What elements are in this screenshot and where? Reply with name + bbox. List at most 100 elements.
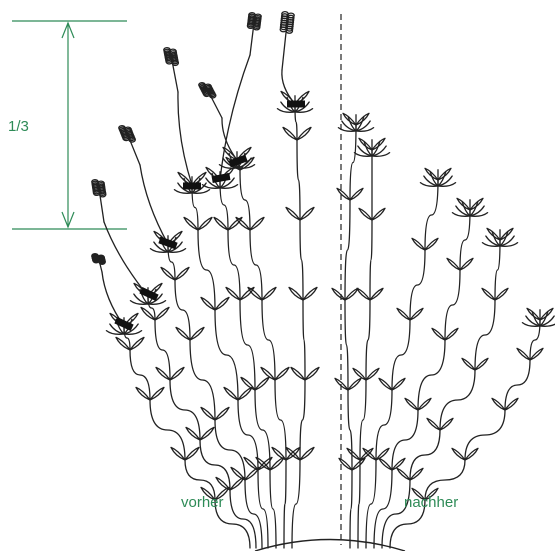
- lavender-plant-drawing: [92, 12, 555, 548]
- leaf-icon: [405, 398, 418, 410]
- leaf-icon: [215, 407, 229, 420]
- leaf-icon: [303, 287, 317, 300]
- leaf-icon: [505, 398, 518, 410]
- leaf-icon: [116, 337, 130, 350]
- leaf-icon: [190, 327, 204, 340]
- leaf-icon: [201, 297, 215, 310]
- leaf-icon: [432, 328, 445, 340]
- leaf-icon: [475, 358, 488, 370]
- leaf-icon: [175, 267, 189, 280]
- measure-bracket: [12, 21, 127, 229]
- leaf-icon: [376, 448, 389, 460]
- leaf-icon: [492, 398, 505, 410]
- leaf-icon: [286, 207, 300, 220]
- leaf-icon: [462, 358, 475, 370]
- leaf-icon: [262, 287, 276, 300]
- flower-stalk: [104, 222, 148, 296]
- leaf-icon: [337, 188, 350, 200]
- leaf-icon: [379, 458, 392, 470]
- leaf-icon: [198, 217, 212, 230]
- stem: [220, 180, 276, 548]
- stem: [390, 320, 540, 548]
- leaf-icon: [366, 368, 379, 380]
- leaf-icon: [300, 447, 314, 460]
- leaf-icon: [289, 287, 303, 300]
- leaf-icon: [270, 457, 284, 470]
- leaf-icon: [185, 447, 199, 460]
- leaf-icon: [150, 387, 164, 400]
- leaf-icon: [275, 367, 289, 380]
- leaf-icon: [186, 427, 200, 440]
- before-label: vorher: [181, 494, 224, 511]
- leaf-icon: [410, 308, 423, 320]
- stem: [366, 180, 438, 548]
- leaf-icon: [347, 448, 360, 460]
- flower-stalk: [178, 92, 192, 185]
- leaf-icon: [397, 308, 410, 320]
- leaf-icon: [359, 208, 372, 220]
- flower-stalk: [282, 70, 295, 104]
- leaf-icon: [200, 427, 214, 440]
- leaf-icon: [161, 267, 175, 280]
- leaf-icon: [495, 288, 508, 300]
- leaf-icon: [215, 297, 229, 310]
- leaf-icon: [352, 458, 365, 470]
- leaf-icon: [155, 307, 169, 320]
- leaf-icon: [305, 367, 319, 380]
- leaf-icon: [440, 418, 453, 430]
- cut-mark-icon: [212, 173, 231, 183]
- leaf-icon: [350, 188, 363, 200]
- cut-mark-icon: [183, 183, 201, 190]
- leaf-icon: [353, 368, 366, 380]
- leaf-icon: [530, 348, 543, 360]
- leaf-icon: [357, 288, 370, 300]
- leaf-icon: [370, 288, 383, 300]
- leaf-icon: [130, 337, 144, 350]
- leaf-icon: [427, 418, 440, 430]
- leaf-icon: [465, 448, 478, 460]
- after-label: nachher: [404, 494, 458, 511]
- leaf-icon: [300, 207, 314, 220]
- leaf-icon: [250, 217, 264, 230]
- leaf-icon: [392, 378, 405, 390]
- leaf-icon: [171, 447, 185, 460]
- leaf-icon: [482, 288, 495, 300]
- leaf-icon: [372, 208, 385, 220]
- leaf-icon: [418, 398, 431, 410]
- leaf-icon: [176, 327, 190, 340]
- leaf-icon: [445, 328, 458, 340]
- leaf-icon: [379, 378, 392, 390]
- leaf-icon: [332, 288, 345, 300]
- leaf-icon: [291, 367, 305, 380]
- leaf-icon: [244, 457, 258, 470]
- stem: [124, 326, 250, 548]
- leaf-icon: [392, 458, 405, 470]
- leaf-icon: [224, 387, 238, 400]
- stem: [292, 104, 305, 548]
- leaf-icon: [136, 387, 150, 400]
- leaf-icon: [452, 448, 465, 460]
- leaf-icon: [412, 238, 425, 250]
- leaf-icon: [348, 378, 361, 390]
- leaf-icon: [241, 377, 255, 390]
- leaf-icon: [410, 468, 423, 480]
- leaf-icon: [297, 127, 311, 140]
- leaf-icon: [397, 468, 410, 480]
- stem: [345, 125, 356, 548]
- leaf-icon: [184, 217, 198, 230]
- leaf-icon: [255, 377, 269, 390]
- leaf-icon: [230, 477, 244, 490]
- leaf-icon: [460, 258, 473, 270]
- fraction-label: 1/3: [8, 118, 29, 135]
- leaf-icon: [345, 288, 358, 300]
- leaf-icon: [238, 387, 252, 400]
- leaf-icon: [517, 348, 530, 360]
- leaf-icon: [156, 367, 170, 380]
- leaf-icon: [201, 407, 215, 420]
- leaf-icon: [447, 258, 460, 270]
- leaf-icon: [425, 238, 438, 250]
- leaf-icon: [170, 367, 184, 380]
- leaf-icon: [283, 127, 297, 140]
- leaf-icon: [214, 217, 228, 230]
